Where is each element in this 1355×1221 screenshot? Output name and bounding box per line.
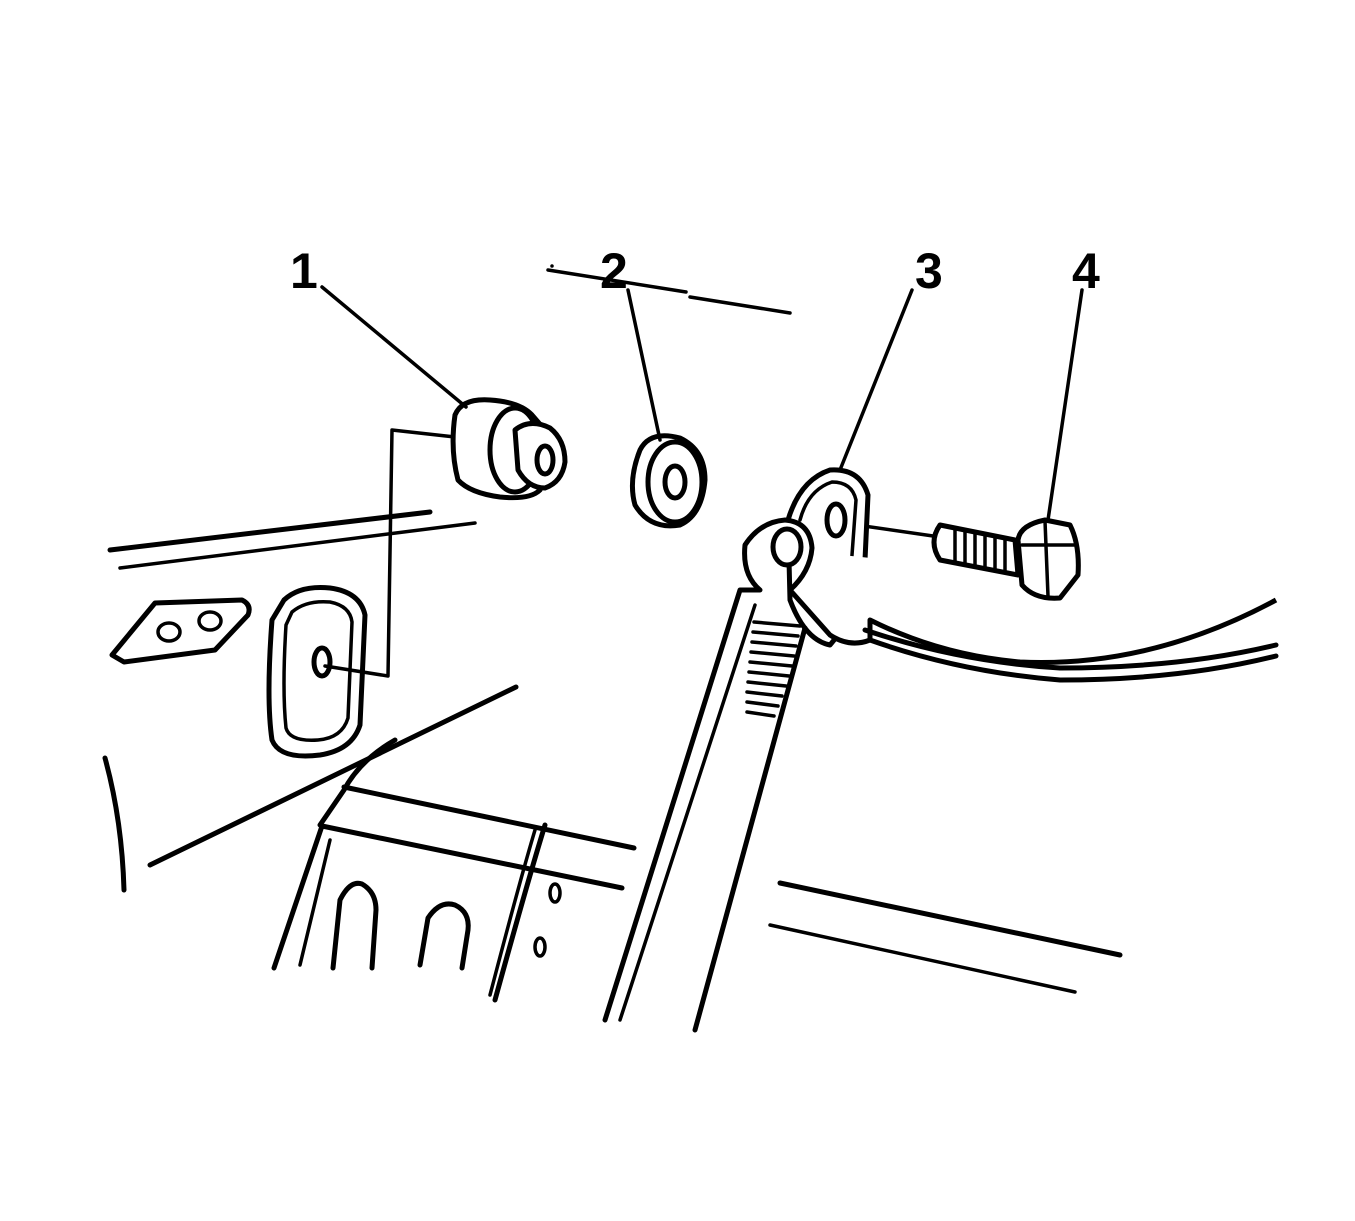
body-panel bbox=[102, 509, 1123, 1003]
part-belt-anchor bbox=[602, 467, 1279, 1033]
small-bracket bbox=[109, 597, 252, 665]
part-washer bbox=[629, 433, 708, 529]
leader-lines bbox=[320, 285, 1084, 522]
callout-3: 3 bbox=[915, 243, 943, 299]
part-bushing bbox=[450, 397, 568, 501]
mounting-boss bbox=[266, 585, 368, 759]
callout-1: 1 bbox=[290, 243, 318, 299]
callout-4: 4 bbox=[1072, 243, 1100, 299]
callout-labels: 1 2 3 4 bbox=[290, 243, 1100, 299]
webbing-stitching bbox=[745, 620, 802, 718]
callout-2: 2 bbox=[600, 243, 628, 299]
part-bolt bbox=[931, 517, 1081, 601]
floor-slots bbox=[330, 880, 562, 971]
